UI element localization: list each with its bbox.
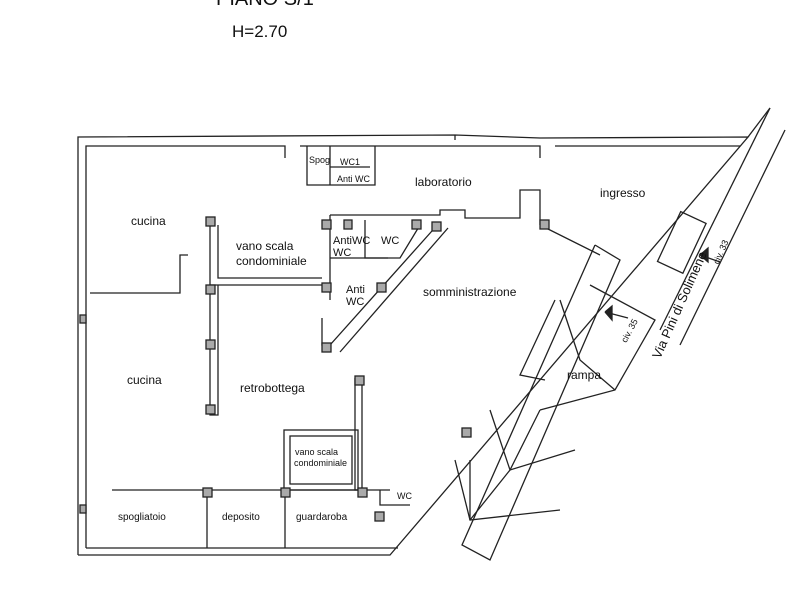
floor-title: PIANO S/1 [216, 0, 314, 11]
room-wc-bottom: WC [397, 491, 412, 501]
room-anti-wc-1: Anti [333, 235, 352, 247]
room-anti-wc-top: Anti WC [337, 174, 371, 184]
room-somministrazione: somministrazione [423, 285, 517, 299]
room-guardaroba: guardaroba [296, 512, 348, 523]
room-retrobottega: retrobottega [240, 381, 305, 395]
room-wc1: WC1 [340, 157, 360, 167]
room-wc-b: WC [381, 235, 400, 247]
room-cucina-top: cucina [131, 214, 166, 228]
room-deposito: deposito [222, 512, 260, 523]
room-vano-scala-2: vano scala [295, 447, 339, 457]
room-spog: Spog [309, 155, 331, 165]
room-spogliatoio: spogliatoio [118, 512, 166, 523]
room-anti-wc-2: Anti [346, 284, 365, 296]
floor-height: H=2.70 [232, 22, 288, 41]
room-laboratorio: laboratorio [415, 175, 472, 189]
room-cucina-bottom: cucina [127, 373, 162, 387]
room-anti-wc-1b: WC [333, 247, 352, 259]
outer-walls [77, 107, 786, 556]
pillars [79, 216, 550, 522]
room-anti-wc-2b: WC [346, 296, 365, 308]
room-vano-scala-1: vano scala [236, 239, 294, 253]
room-rampa: rampa [567, 368, 602, 382]
room-wc-a: WC [352, 235, 371, 247]
room-vano-scala-1-sub: condominiale [236, 254, 307, 268]
room-ingresso: ingresso [600, 186, 646, 200]
room-vano-scala-2-sub: condominiale [294, 458, 348, 468]
